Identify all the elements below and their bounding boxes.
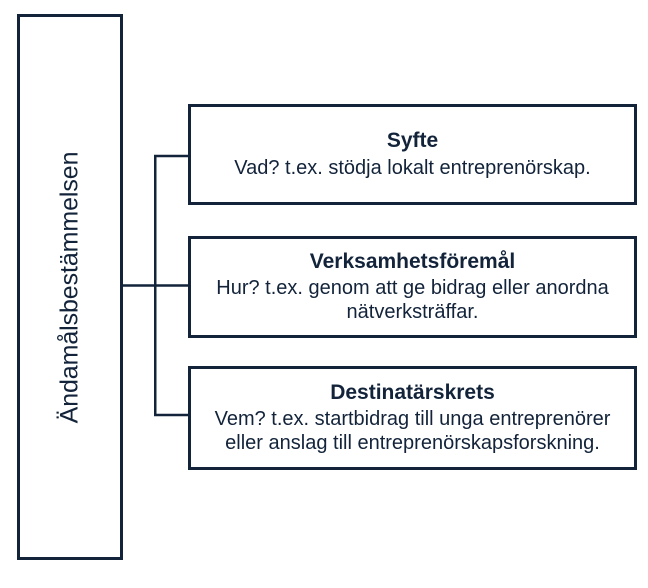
branch-node-verksamhetsforemal: Verksamhetsföremål Hur? t.ex. genom att … [188, 236, 637, 338]
branch-node-description: Vad? t.ex. stödja lokalt entreprenörskap… [234, 156, 591, 179]
branch-node-title: Destinatärskrets [330, 380, 495, 404]
root-node-label: Ändamålsbestämmelsen [55, 151, 84, 423]
branch-node-description: Hur? t.ex. genom att ge bidrag eller ano… [216, 277, 609, 324]
branch-node-description: Vem? t.ex. startbidrag till unga entrepr… [214, 408, 611, 455]
branch-node-syfte: Syfte Vad? t.ex. stödja lokalt entrepren… [188, 104, 637, 205]
root-node-andamalsbestammelsen: Ändamålsbestämmelsen [17, 14, 123, 560]
branch-node-title: Syfte [386, 129, 439, 153]
branch-node-destinatarskrets: Destinatärskrets Vem? t.ex. startbidrag … [188, 366, 637, 470]
branch-node-title: Verksamhetsföremål [309, 249, 516, 273]
